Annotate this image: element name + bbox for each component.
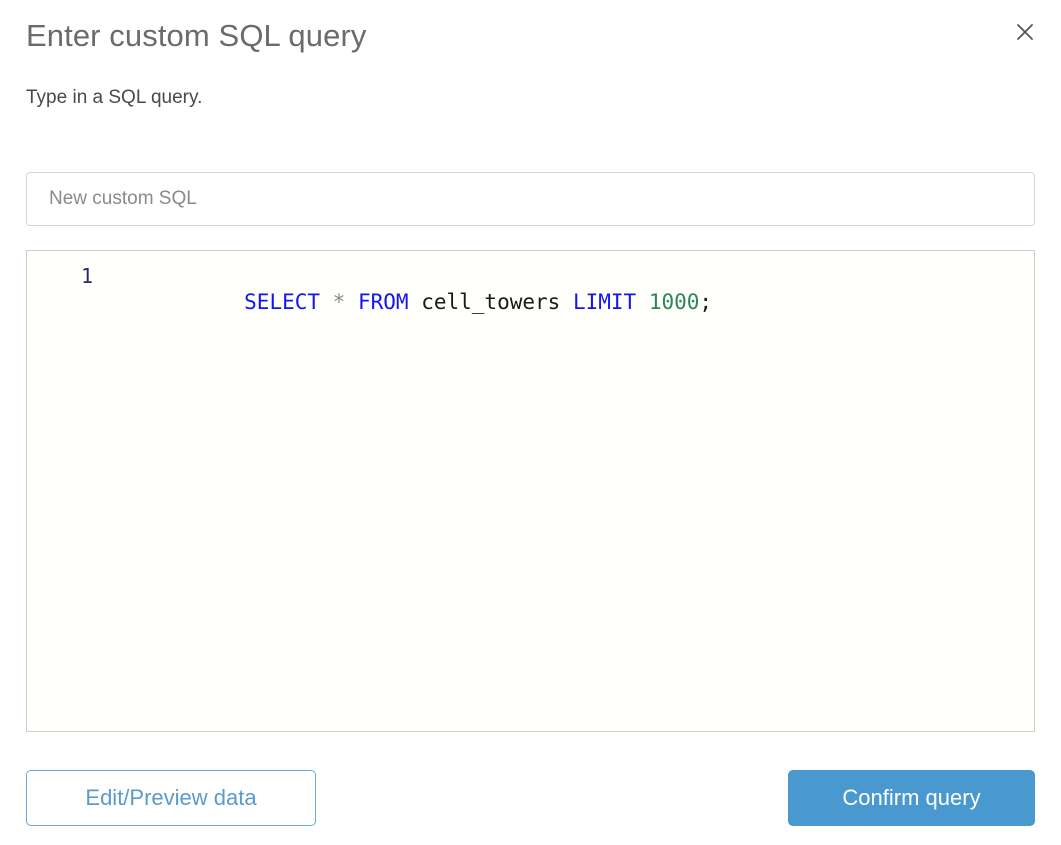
sql-token-space-3 xyxy=(409,290,422,314)
sql-token-table-name: cell_towers xyxy=(421,290,561,314)
sql-token-keyword-limit: LIMIT xyxy=(572,290,637,314)
sql-token-limit-value: 1000 xyxy=(648,290,700,314)
dialog-subtitle: Type in a SQL query. xyxy=(26,87,203,108)
sql-token-space-4 xyxy=(560,290,573,314)
query-name-input[interactable] xyxy=(26,172,1035,226)
sql-token-asterisk: * xyxy=(332,290,346,314)
close-icon xyxy=(1015,22,1035,42)
confirm-query-button[interactable]: Confirm query xyxy=(788,770,1035,826)
code-line-content: SELECT * FROM cell_towers LIMIT 1000; xyxy=(93,263,712,341)
sql-token-keyword-select: SELECT xyxy=(244,290,321,314)
sql-token-space-5 xyxy=(636,290,649,314)
close-button[interactable] xyxy=(1007,14,1043,50)
editor-line: 1 SELECT * FROM cell_towers LIMIT 1000; xyxy=(27,251,1034,314)
sql-token-semicolon: ; xyxy=(699,290,713,314)
line-number-gutter: 1 xyxy=(80,264,93,288)
sql-token-space-1 xyxy=(320,290,333,314)
sql-token-space-2 xyxy=(345,290,358,314)
dialog-header: Enter custom SQL query xyxy=(0,0,1061,72)
sql-token-keyword-from: FROM xyxy=(357,290,409,314)
page-title: Enter custom SQL query xyxy=(26,18,367,53)
edit-preview-data-button[interactable]: Edit/Preview data xyxy=(26,770,316,826)
sql-code-editor[interactable]: 1 SELECT * FROM cell_towers LIMIT 1000; xyxy=(26,250,1035,732)
